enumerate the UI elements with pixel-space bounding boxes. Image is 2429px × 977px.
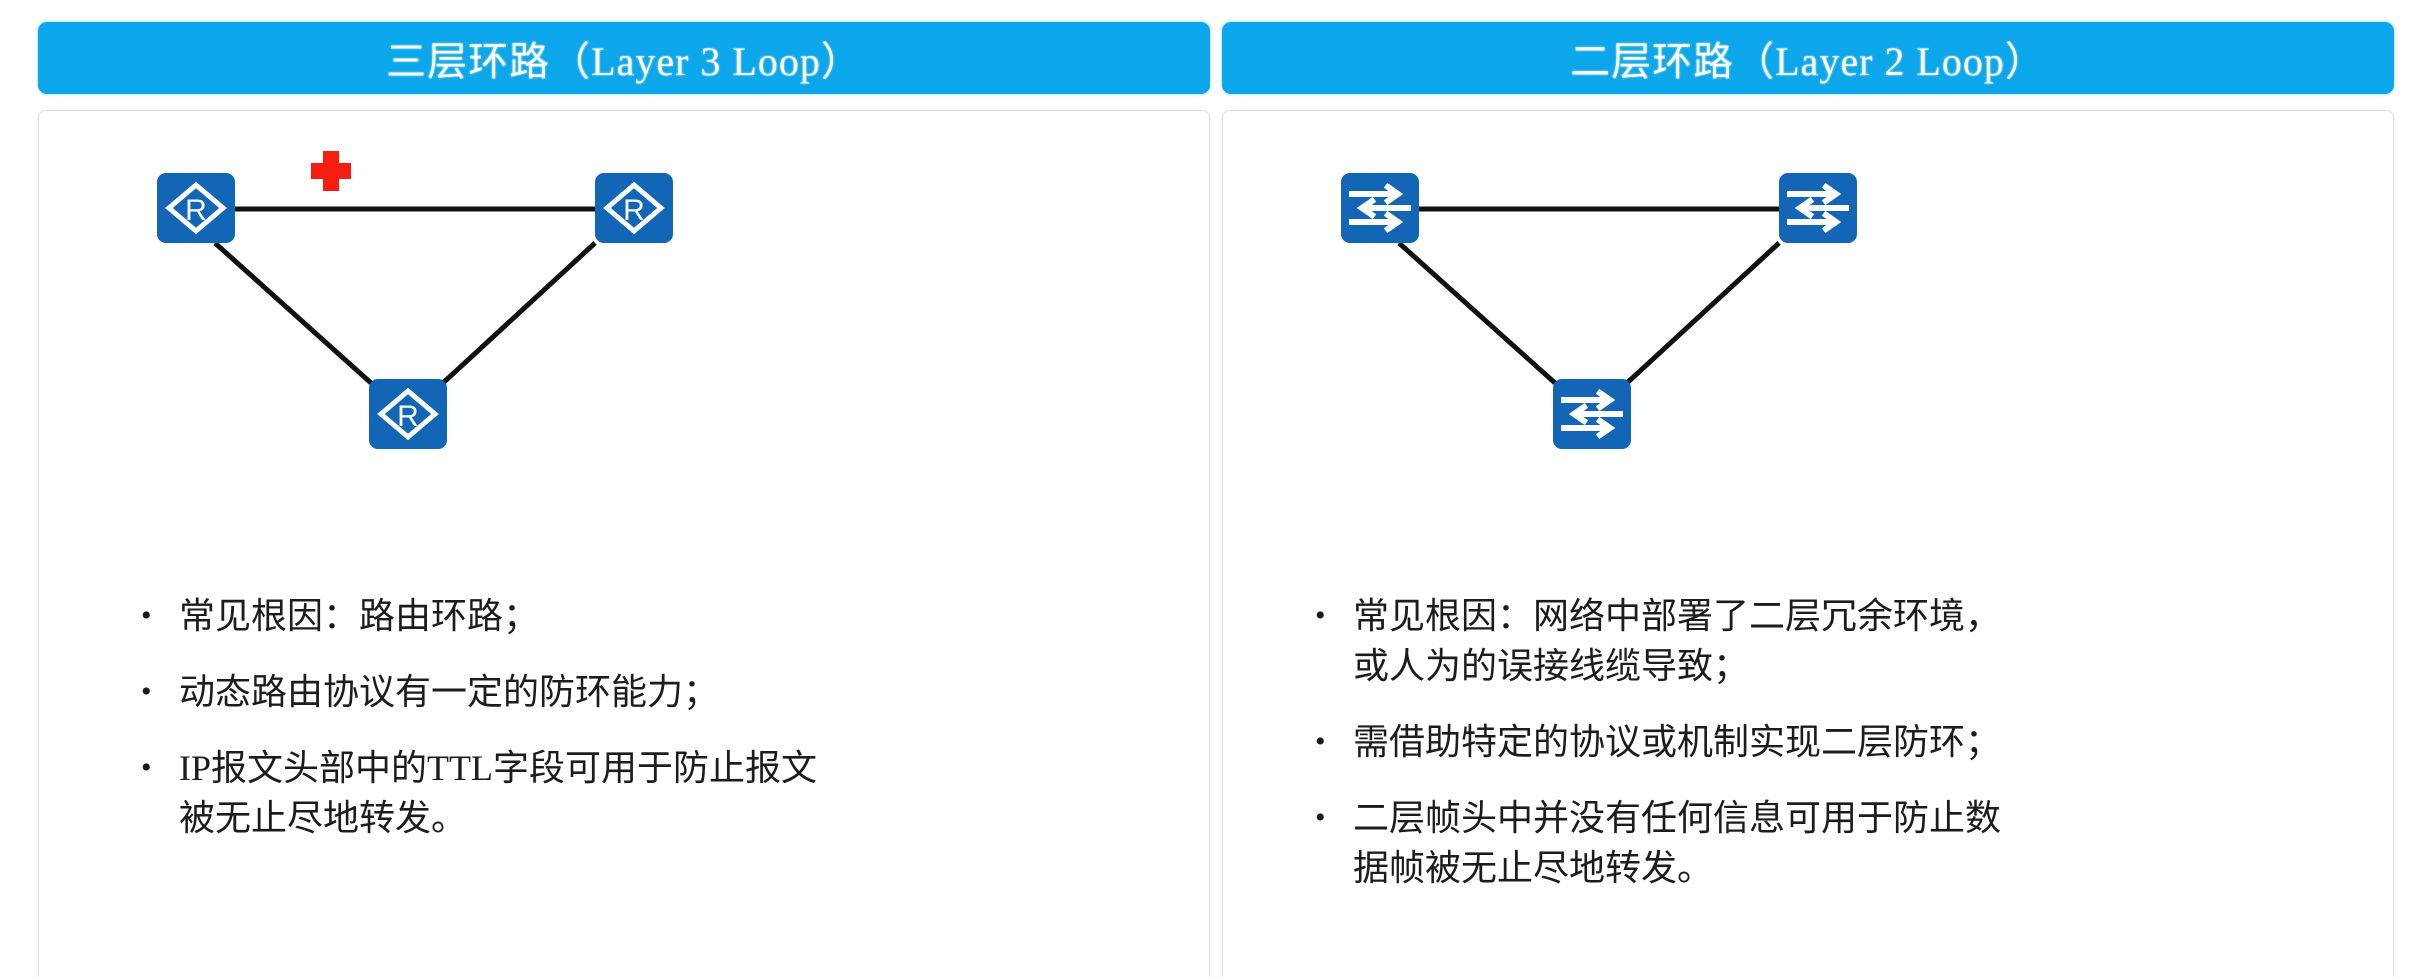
switch-icon-top-right[interactable]	[1779, 173, 1857, 243]
bullet-text: 需借助特定的协议或机制实现二层防环；	[1353, 722, 2002, 762]
list-item: • IP报文头部中的TTL字段可用于防止报文 被无止尽地转发。	[135, 743, 1169, 843]
bullet-marker: •	[141, 599, 152, 632]
topology-diagram-layer3: R R R	[39, 111, 1209, 541]
panel-header-layer2: 二层环路（Layer 2 Loop）	[1222, 22, 2394, 94]
router-icon-top-left[interactable]: R	[157, 173, 235, 243]
svg-text:R: R	[623, 194, 645, 227]
bullet-marker: •	[1315, 801, 1326, 834]
list-item: • 需借助特定的协议或机制实现二层防环；	[1309, 717, 2353, 767]
link-topright-bottom	[441, 241, 597, 385]
bullet-list-layer2: • 常见根因：网络中部署了二层冗余环境， 或人为的误接线缆导致； • 需借助特定…	[1309, 591, 2353, 919]
topology-links	[213, 206, 601, 385]
router-icon-top-right[interactable]: R	[595, 173, 673, 243]
link-topleft-bottom	[213, 241, 373, 385]
panel-layer2-loop: 二层环路（Layer 2 Loop）	[1222, 0, 2394, 977]
bullet-text: 二层帧头中并没有任何信息可用于防止数 据帧被无止尽地转发。	[1353, 798, 2002, 888]
bullet-text: IP报文头部中的TTL字段可用于防止报文 被无止尽地转发。	[179, 748, 817, 838]
red-cross-icon	[311, 151, 351, 191]
link-topright-bottom	[1625, 241, 1781, 385]
list-item: • 动态路由协议有一定的防环能力；	[135, 667, 1169, 717]
svg-text:R: R	[397, 400, 419, 433]
panel-body-layer3: R R R	[38, 110, 1210, 977]
bullet-marker: •	[141, 675, 152, 708]
link-topleft-bottom	[1397, 241, 1557, 385]
topology-links	[1397, 206, 1785, 385]
bullet-marker: •	[1315, 599, 1326, 632]
panel-header-layer3: 三层环路（Layer 3 Loop）	[38, 22, 1210, 94]
switch-icon-top-left[interactable]	[1341, 173, 1419, 243]
bullet-marker: •	[1315, 725, 1326, 758]
bullet-marker: •	[141, 751, 152, 784]
panel-title-layer3: 三层环路（Layer 3 Loop）	[386, 39, 862, 84]
bullet-text: 常见根因：网络中部署了二层冗余环境， 或人为的误接线缆导致；	[1353, 596, 2002, 686]
panel-body-layer2: • 常见根因：网络中部署了二层冗余环境， 或人为的误接线缆导致； • 需借助特定…	[1222, 110, 2394, 977]
switch-icon-bottom[interactable]	[1553, 379, 1631, 449]
list-item: • 二层帧头中并没有任何信息可用于防止数 据帧被无止尽地转发。	[1309, 793, 2353, 893]
router-icon-bottom[interactable]: R	[369, 379, 447, 449]
list-item: • 常见根因：网络中部署了二层冗余环境， 或人为的误接线缆导致；	[1309, 591, 2353, 691]
bullet-text: 动态路由协议有一定的防环能力；	[179, 672, 720, 712]
panel-title-layer2: 二层环路（Layer 2 Loop）	[1570, 39, 2046, 84]
panel-layer3-loop: 三层环路（Layer 3 Loop）	[38, 0, 1210, 977]
bullet-text: 常见根因：路由环路；	[179, 596, 540, 636]
topology-diagram-layer2	[1223, 111, 2393, 541]
svg-text:R: R	[185, 194, 207, 227]
bullet-list-layer3: • 常见根因：路由环路； • 动态路由协议有一定的防环能力； • IP报文头部中…	[135, 591, 1169, 869]
list-item: • 常见根因：路由环路；	[135, 591, 1169, 641]
